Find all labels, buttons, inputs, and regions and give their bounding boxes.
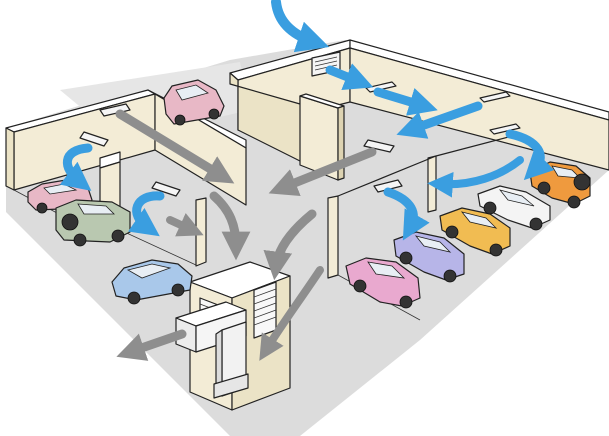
car-green-suv bbox=[56, 200, 130, 246]
fresh-air-inlet-arrow bbox=[276, 2, 314, 42]
bay-column-2 bbox=[428, 156, 436, 212]
left-inner-post bbox=[196, 198, 206, 266]
bay-column-1 bbox=[328, 196, 338, 278]
louver-right bbox=[254, 282, 276, 338]
left-room-left-wall bbox=[6, 128, 14, 190]
